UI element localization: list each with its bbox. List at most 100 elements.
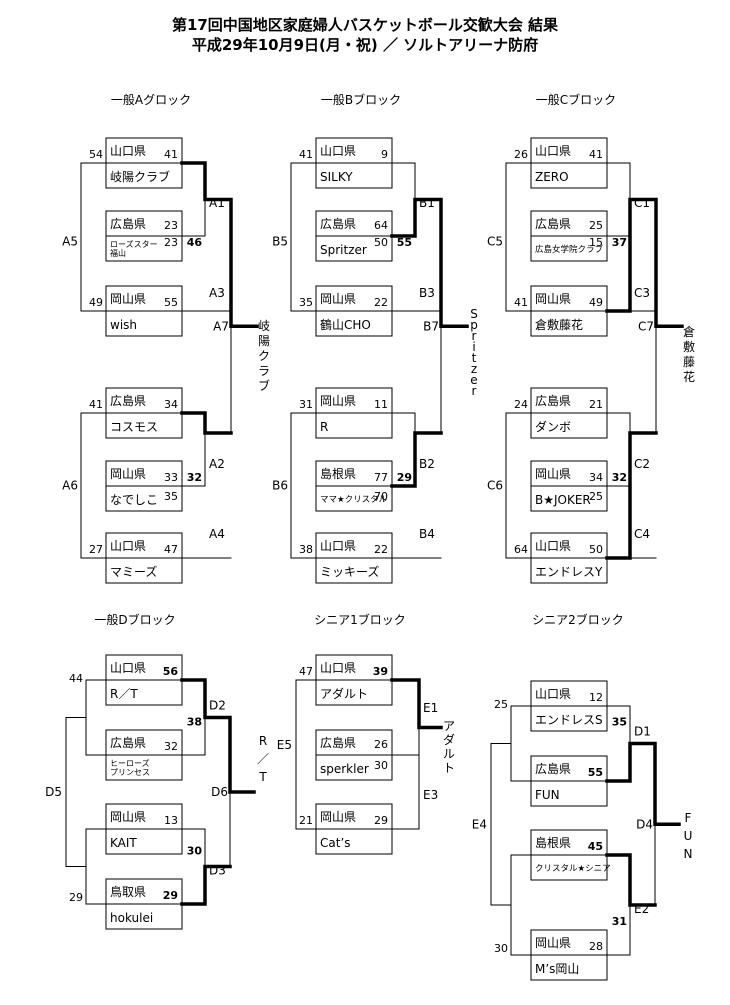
winner-path-b-bottom bbox=[390, 431, 443, 488]
score: 30 bbox=[374, 759, 388, 772]
score: 47 bbox=[299, 665, 313, 678]
block-e-team-2-prefecture: 広島県 bbox=[320, 735, 356, 750]
score: 35 bbox=[299, 296, 313, 309]
champion-a: ク bbox=[258, 349, 270, 363]
score: 35 bbox=[164, 490, 178, 503]
block-b-team-6-name: ミッキーズ bbox=[320, 564, 379, 579]
champion-b: r bbox=[472, 384, 477, 398]
champion-e: ル bbox=[443, 747, 455, 761]
block-e-title: シニア1ブロック bbox=[314, 612, 406, 627]
block-c-team-1-prefecture: 山口県 bbox=[535, 144, 571, 158]
champion-b: t bbox=[472, 351, 477, 365]
champion-a: ブ bbox=[258, 378, 270, 393]
match-label: C6 bbox=[487, 479, 503, 493]
block-f-team-3-name: クリスタル★シニア bbox=[535, 864, 611, 874]
block-d-team-1-prefecture: 山口県 bbox=[110, 661, 146, 675]
block-a-team-2-name: 福山 bbox=[110, 248, 126, 258]
block-e-team-3-name: Cat’s bbox=[320, 836, 351, 850]
match-label: A1 bbox=[209, 196, 225, 210]
block-a-team-5-name: なでしこ bbox=[110, 493, 158, 507]
score: 64 bbox=[514, 543, 528, 556]
block-a-team-4-name: コスモス bbox=[110, 420, 158, 434]
block-f-team-3-prefecture: 島根県 bbox=[535, 835, 571, 850]
score: 41 bbox=[299, 148, 313, 161]
champion-e: ト bbox=[443, 761, 455, 775]
score: 46 bbox=[187, 236, 203, 249]
match-label: E2 bbox=[634, 902, 649, 916]
score: 50 bbox=[589, 543, 603, 556]
score: 28 bbox=[589, 940, 603, 953]
score: 25 bbox=[494, 698, 508, 711]
page-subtitle: 平成29年10月9日(月・祝) ／ ソルトアリーナ防府 bbox=[191, 36, 539, 54]
block-a-team-2-prefecture: 広島県 bbox=[110, 216, 146, 231]
match-label: A2 bbox=[209, 457, 225, 471]
match-label: C5 bbox=[487, 234, 503, 248]
score: 32 bbox=[612, 471, 627, 484]
champion-b: z bbox=[471, 362, 477, 376]
champion-f: F bbox=[685, 811, 692, 825]
block-f-team-1-prefecture: 山口県 bbox=[535, 687, 571, 701]
block-e-team-2-name: sperkler bbox=[320, 762, 369, 776]
score: 34 bbox=[164, 398, 178, 411]
block-e-team-1-name: アダルト bbox=[320, 686, 368, 701]
score: 31 bbox=[612, 915, 627, 928]
block-b-team-4-name: R bbox=[320, 420, 328, 434]
champion-f: N bbox=[684, 847, 693, 861]
score: 23 bbox=[164, 219, 178, 232]
score: 30 bbox=[494, 942, 508, 955]
score: 30 bbox=[187, 845, 203, 858]
block-c-team-4-name: ダンボ bbox=[535, 419, 571, 434]
score: 9 bbox=[381, 148, 388, 161]
match-label: B3 bbox=[419, 286, 435, 300]
block-c-team-6-prefecture: 山口県 bbox=[535, 539, 571, 553]
winner-path-f-top bbox=[605, 741, 681, 826]
block-b-team-3-prefecture: 岡山県 bbox=[320, 292, 356, 306]
block-b-team-2-prefecture: 広島県 bbox=[320, 216, 356, 231]
match-label: A6 bbox=[62, 479, 78, 493]
block-a-team-3-prefecture: 岡山県 bbox=[110, 292, 146, 306]
match-label: B6 bbox=[272, 479, 288, 493]
block-e-team-1-prefecture: 山口県 bbox=[320, 661, 356, 675]
champion-c: 花 bbox=[683, 369, 695, 384]
match-label: D3 bbox=[209, 864, 226, 878]
match-label: D6 bbox=[211, 785, 228, 799]
score: 33 bbox=[164, 471, 178, 484]
block-b-team-4-prefecture: 岡山県 bbox=[320, 394, 356, 408]
score: 41 bbox=[89, 398, 103, 411]
score: 21 bbox=[299, 814, 313, 827]
winner-path-a-top bbox=[180, 161, 259, 328]
block-d-team-4-prefecture: 鳥取県 bbox=[110, 884, 146, 899]
block-f-team-4-name: M’s岡山 bbox=[535, 962, 579, 976]
block-b-team-5-prefecture: 島根県 bbox=[320, 466, 356, 481]
match-label: A7 bbox=[213, 319, 229, 333]
match-label: D4 bbox=[636, 817, 653, 831]
score: 55 bbox=[588, 766, 603, 779]
champion-b: S bbox=[470, 307, 478, 321]
block-d-team-1-name: R／T bbox=[110, 687, 138, 701]
block-b-title: 一般Bブロック bbox=[321, 92, 401, 107]
block-e-team-3-prefecture: 岡山県 bbox=[320, 810, 356, 824]
score: 64 bbox=[374, 219, 388, 232]
score: 55 bbox=[164, 296, 178, 309]
score: 37 bbox=[612, 236, 627, 249]
score: 45 bbox=[588, 840, 603, 853]
block-b-team-2-name: Spritzer bbox=[320, 243, 367, 257]
match-label: D1 bbox=[634, 725, 651, 739]
score: 56 bbox=[163, 665, 179, 678]
match-label: E3 bbox=[423, 788, 438, 802]
block-a-team-1-prefecture: 山口県 bbox=[110, 144, 146, 158]
score: 29 bbox=[69, 891, 83, 904]
score: 41 bbox=[514, 296, 528, 309]
block-c-team-4-prefecture: 広島県 bbox=[535, 393, 571, 408]
block-a-team-1-name: 岐陽クラブ bbox=[110, 169, 170, 184]
champion-b: e bbox=[470, 373, 477, 387]
champion-b: i bbox=[472, 340, 475, 354]
match-label: C2 bbox=[634, 457, 650, 471]
champion-d: T bbox=[258, 770, 267, 784]
match-label: C4 bbox=[634, 527, 650, 541]
winner-path-d-bottom bbox=[180, 864, 232, 906]
block-c-team-2-prefecture: 広島県 bbox=[535, 216, 571, 231]
champion-c: 敷 bbox=[683, 339, 695, 354]
score: 38 bbox=[187, 716, 202, 729]
